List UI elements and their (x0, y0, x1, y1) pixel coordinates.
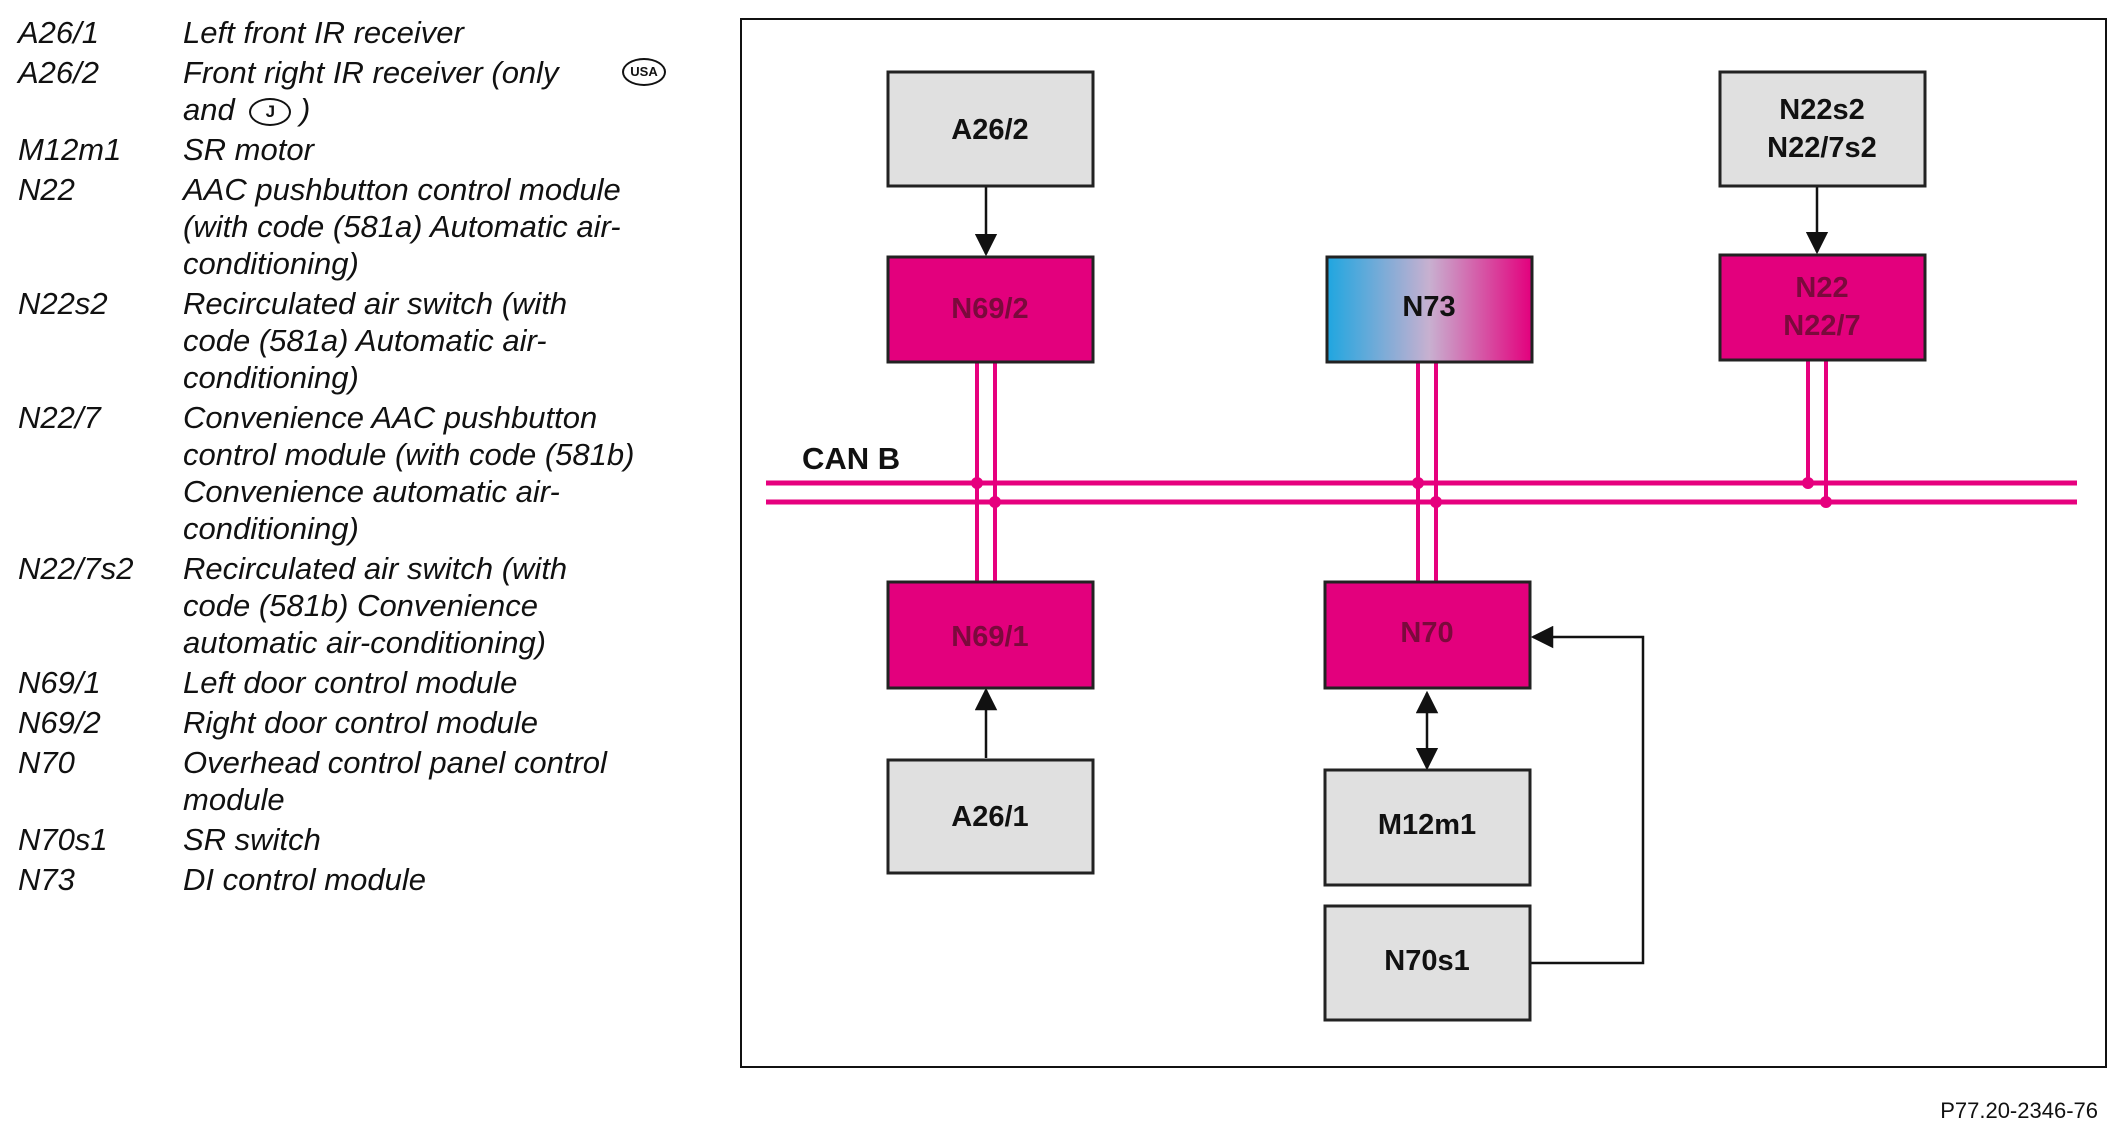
legend-line: automatic air-conditioning) (183, 625, 547, 660)
block-n70s1: N70s1 (1323, 904, 1532, 1022)
legend-line: Front right IR receiver (only (183, 54, 708, 91)
block-a26-1: A26/1 (886, 758, 1095, 875)
legend-line: Convenience automatic air- (183, 474, 560, 509)
legend-line: Recirculated air switch (with (183, 286, 568, 321)
legend-line: DI control module (183, 862, 426, 897)
legend-line: conditioning) (183, 360, 359, 395)
can-bus-label: CAN B (802, 441, 900, 476)
legend-desc: Left front IR receiver (183, 14, 708, 51)
bus-junction (1802, 477, 1814, 489)
legend-row: N69/2 Right door control module (18, 704, 708, 741)
legend-row: N70 Overhead control panel control modul… (18, 744, 708, 818)
legend-row: N70s1 SR switch (18, 821, 708, 858)
legend-row: A26/2 Front right IR receiver (only and … (18, 54, 708, 128)
block-label: N22 (1795, 272, 1848, 304)
legend-line: SR switch (183, 822, 321, 857)
legend-line: Left door control module (183, 665, 518, 700)
legend-line: Overhead control panel control (183, 745, 607, 780)
legend-line: Left front IR receiver (183, 15, 464, 50)
legend-desc: SR motor (183, 131, 708, 168)
legend-desc: Convenience AAC pushbutton control modul… (183, 399, 708, 547)
legend-line: (with code (581a) Automatic air- (183, 209, 621, 244)
legend-code: N70 (18, 745, 75, 780)
block-label: N22s2 (1779, 94, 1864, 126)
legend: A26/1 Left front IR receiver A26/2 Front… (18, 14, 708, 901)
legend-line: conditioning) (183, 246, 359, 281)
legend-desc: Overhead control panel control module (183, 744, 708, 818)
legend-desc: Front right IR receiver (only and J ) (183, 54, 708, 128)
legend-desc: Recirculated air switch (with code (581b… (183, 550, 708, 661)
legend-row: N22 AAC pushbutton control module (with … (18, 171, 708, 282)
legend-line: Recirculated air switch (with (183, 551, 568, 586)
legend-code: N70s1 (18, 822, 108, 857)
diagram-frame (740, 18, 2107, 1068)
legend-and-text: and (183, 92, 235, 127)
block-label: A26/1 (951, 801, 1028, 833)
legend-desc: AAC pushbutton control module (with code… (183, 171, 708, 282)
legend-desc: SR switch (183, 821, 708, 858)
bus-junction (989, 496, 1001, 508)
legend-row: M12m1 SR motor (18, 131, 708, 168)
bus-junction (1412, 477, 1424, 489)
figure-id: P77.20-2346-76 (1940, 1098, 2098, 1123)
legend-line-text: Front right IR receiver (only (183, 55, 559, 90)
legend-line: code (581b) Convenience (183, 588, 539, 623)
block-label: N22/7s2 (1767, 132, 1877, 164)
legend-line: control module (with code (581b) (183, 437, 635, 472)
block-n73: N73 (1325, 255, 1534, 364)
legend-line: code (581a) Automatic air- (183, 323, 547, 358)
legend-code: M12m1 (18, 132, 122, 167)
legend-line: SR motor (183, 132, 314, 167)
legend-code: N69/1 (18, 665, 101, 700)
legend-desc: Recirculated air switch (with code (581a… (183, 285, 708, 396)
legend-line: module (183, 782, 285, 817)
legend-code: N22/7s2 (18, 551, 134, 586)
legend-row: N22/7 Convenience AAC pushbutton control… (18, 399, 708, 547)
legend-line: and J ) (183, 91, 708, 128)
legend-line: AAC pushbutton control module (183, 172, 621, 207)
legend-row: N22s2 Recirculated air switch (with code… (18, 285, 708, 396)
legend-code: N69/2 (18, 705, 101, 740)
legend-row: N22/7s2 Recirculated air switch (with co… (18, 550, 708, 661)
legend-code: N73 (18, 862, 75, 897)
bus-junction (1820, 496, 1832, 508)
block-n22s2: N22s2 N22/7s2 (1718, 70, 1927, 188)
block-n69-1: N69/1 (886, 580, 1095, 690)
block-label: A26/2 (951, 114, 1028, 146)
block-m12m1: M12m1 (1323, 768, 1532, 887)
bus-junction (971, 477, 983, 489)
block-label: N22/7 (1783, 310, 1860, 342)
japan-badge-icon: J (249, 97, 292, 126)
legend-row: A26/1 Left front IR receiver (18, 14, 708, 51)
legend-desc: DI control module (183, 861, 708, 898)
legend-line: Convenience AAC pushbutton (183, 400, 598, 435)
legend-row: N69/1 Left door control module (18, 664, 708, 701)
legend-desc: Right door control module (183, 704, 708, 741)
block-label: N69/2 (951, 293, 1028, 325)
legend-row: N73 DI control module (18, 861, 708, 898)
block-label: N70s1 (1384, 945, 1469, 977)
block-label: N69/1 (951, 621, 1028, 653)
legend-line: Right door control module (183, 705, 538, 740)
legend-code: A26/2 (18, 55, 100, 90)
block-label: M12m1 (1378, 809, 1476, 841)
legend-code: N22s2 (18, 286, 108, 321)
legend-code: N22 (18, 172, 75, 207)
block-n22: N22 N22/7 (1718, 253, 1927, 362)
block-n69-2: N69/2 (886, 255, 1095, 364)
bus-junction (1430, 496, 1442, 508)
legend-code: A26/1 (18, 15, 100, 50)
usa-badge-icon: USA (622, 58, 666, 86)
legend-close-paren: ) (299, 92, 311, 127)
block-label: N73 (1402, 291, 1455, 323)
legend-line: conditioning) (183, 511, 359, 546)
block-a26-2: A26/2 (886, 70, 1095, 188)
legend-desc: Left door control module (183, 664, 708, 701)
arrow-n70s1-to-n70 (1530, 625, 1645, 965)
block-label: N70 (1400, 617, 1453, 649)
block-n70: N70 (1323, 580, 1532, 690)
legend-code: N22/7 (18, 400, 101, 435)
